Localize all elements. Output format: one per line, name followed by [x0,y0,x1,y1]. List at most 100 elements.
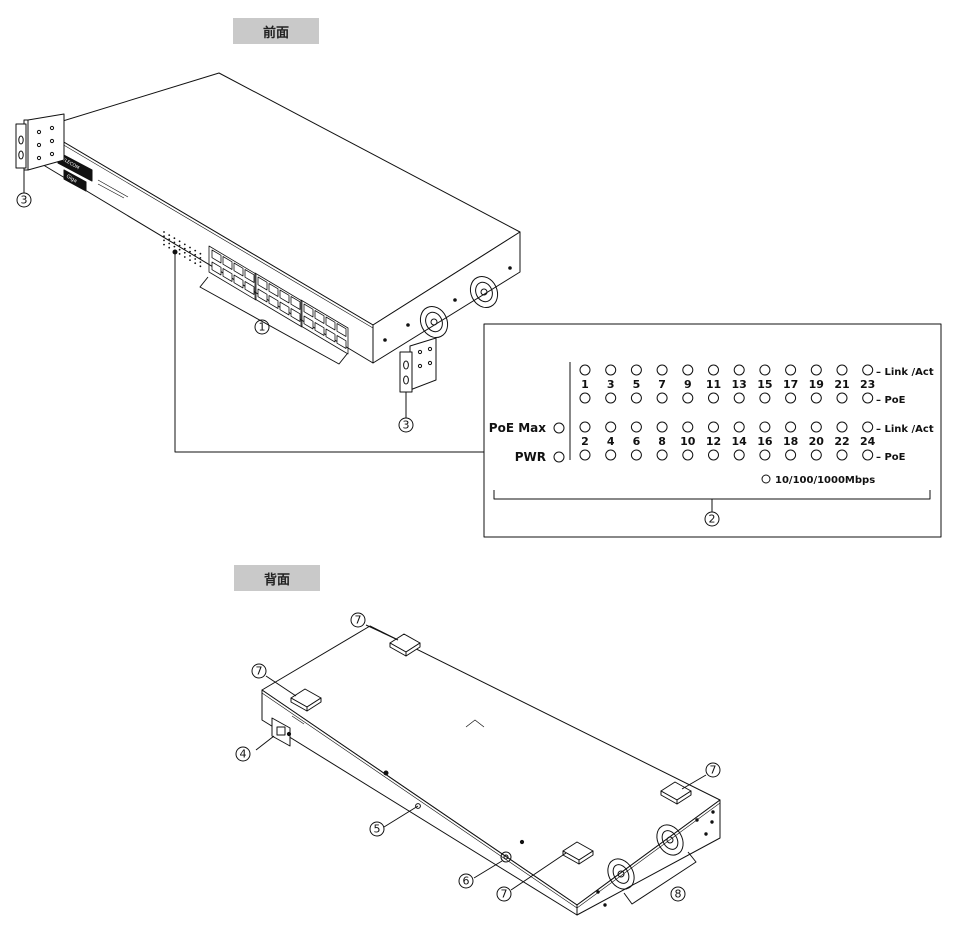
port-number-4: 4 [607,435,615,448]
callout-7-left [251,663,267,679]
callout-numbers: 1 2 3 3 4 5 6 7 7 7 7 8 [21,194,717,901]
front-led-dot [194,249,197,252]
callout-7-top [350,612,366,628]
port-led-19-link [810,364,822,376]
port-led-6-link [630,421,642,433]
front-led-dot [194,258,197,260]
port-led-15-poe [759,392,771,404]
ground-terminal [500,851,512,863]
port-led-19-poe [810,392,822,404]
front-led-dot [183,256,186,258]
port-led-2-link [579,421,591,433]
port-number-21: 21 [834,378,849,391]
port-led-17-link [785,364,797,376]
port-number-5: 5 [633,378,641,391]
port-led-17-poe [785,392,797,404]
rj45-port [279,301,290,316]
rj45-port [303,303,314,318]
port-led-11-link [708,364,719,376]
section-label-rear: 背面 [234,565,320,591]
rj45-port [303,315,314,330]
port-led-18-link [785,421,797,433]
rack-bracket-right [399,337,437,393]
rj45-port [211,249,222,264]
rj45-port [233,262,244,277]
port-number-9: 9 [684,378,692,391]
front-led-dot [173,237,176,240]
fan-vent-left [419,305,449,339]
pwr-led [553,451,565,463]
port-led-21-link [836,364,848,376]
port-led-7-poe [656,392,668,404]
port-led-9-poe [682,392,694,404]
rear-fan-right [656,824,684,856]
front-led-dot [189,250,191,253]
port-led-3-poe [605,392,617,404]
front-led-dot [173,245,176,248]
svg-text:1: 1 [259,321,266,334]
front-led-dot [189,255,191,257]
front-led-dot [168,246,171,249]
port-led-20-link [810,421,822,433]
port-number-14: 14 [732,435,748,448]
port-led-14-link [733,421,745,433]
port-led-12-link [708,421,719,433]
port-led-1-link [579,364,591,376]
callout-5 [369,821,385,837]
port-led-8-link [656,421,668,433]
port-number-18: 18 [783,435,798,448]
rj45-port [279,289,290,304]
led-leader-line [174,252,484,453]
svg-text:8: 8 [675,888,682,901]
port-led-15-link [759,364,771,376]
port-number-3: 3 [607,378,615,391]
port-led-22-poe [836,449,848,461]
rj45-port [233,274,244,289]
brand-sub: Giga [65,174,78,185]
port-led-14-poe [733,449,745,461]
front-led-dot [168,238,171,241]
rack-bracket-left [15,113,65,171]
port-number-12: 12 [706,435,721,448]
svg-text:7: 7 [710,764,717,777]
port-number-17: 17 [783,378,798,391]
port-led-1-poe [579,392,591,404]
rj45-port [314,310,325,324]
front-led-dot [178,240,181,243]
callout-1 [254,319,270,335]
power-inlet [271,715,305,747]
port-led-11-poe [708,392,719,404]
fan-vent-right [469,275,499,309]
svg-text:6: 6 [463,875,470,888]
svg-text:2: 2 [709,513,716,526]
pwr-label: PWR [515,450,546,464]
front-led-dot [199,257,202,259]
front-led-dot [178,244,181,247]
port-led-4-poe [605,449,617,461]
rj45-port [222,256,233,270]
port-number-15: 15 [757,378,772,391]
front-led-dot [199,252,202,255]
port-led-12-poe [708,449,719,461]
port-number-8: 8 [658,435,666,448]
callout-3-left [16,192,32,208]
port-led-23-poe [862,392,874,404]
port-led-24-poe [862,449,874,461]
port-group [300,299,349,355]
front-led-dot [183,247,186,250]
row-label-poe-bottom: – PoE [876,452,906,463]
rj45-port [290,308,301,322]
rj45-port [290,296,301,310]
front-led-dot [163,243,165,246]
port-led-21-poe [836,392,848,404]
rj45-port [222,268,233,282]
rj45-port [257,288,268,303]
port-number-6: 6 [633,435,641,448]
port-number-23: 23 [860,378,875,391]
port-led-13-poe [733,392,745,404]
svg-text:7: 7 [355,614,362,627]
port-led-24-link [862,421,874,433]
port-led-20-poe [810,449,822,461]
front-led-array [163,231,202,268]
